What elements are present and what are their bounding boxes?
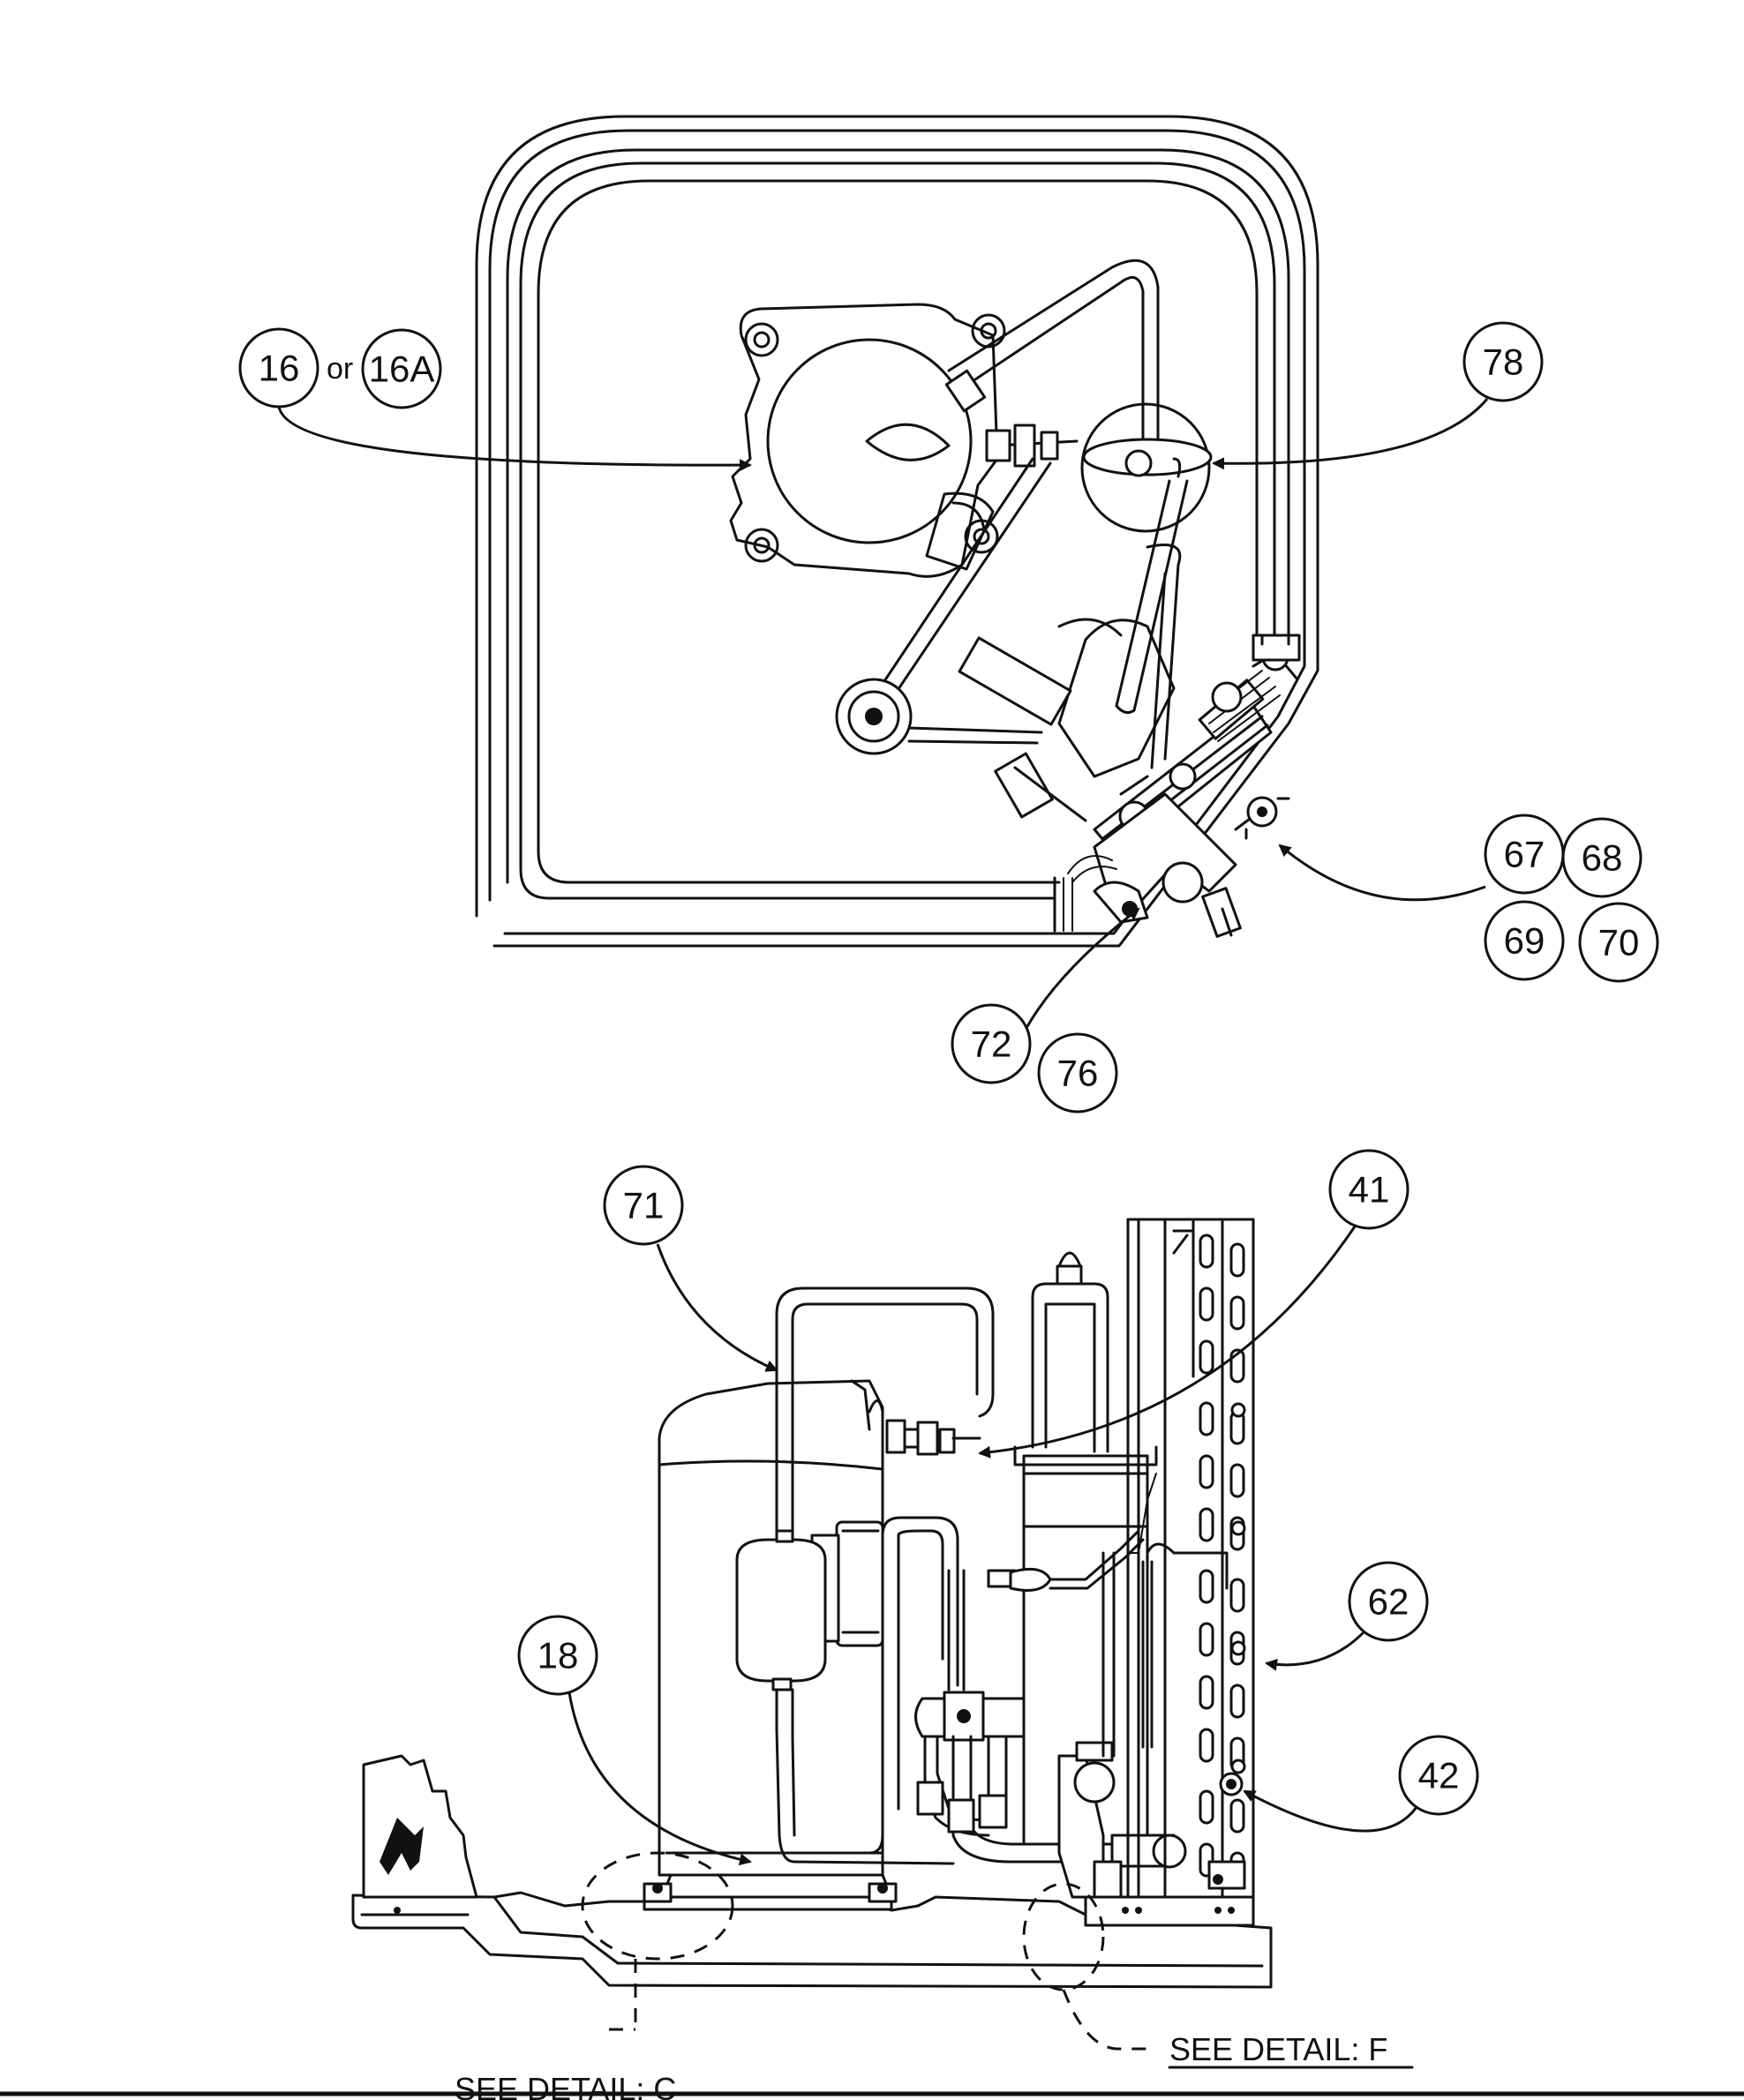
or-text: or	[327, 352, 353, 386]
svg-text:41: 41	[1349, 1169, 1390, 1211]
callout-16a: 16A	[361, 328, 442, 409]
svg-text:16A: 16A	[369, 349, 435, 390]
see-detail-f-label: SEE DETAIL: F	[1169, 2031, 1387, 2067]
top-view: 16 or 16A 78 67 68 69 70	[238, 115, 1659, 1114]
service-valves-side	[1057, 1473, 1255, 1927]
compressor-top	[729, 303, 1006, 578]
callout-16: 16	[238, 327, 319, 409]
svg-text:68: 68	[1582, 837, 1623, 879]
leader-72	[1025, 907, 1140, 1029]
leader-41	[978, 1226, 1357, 1459]
svg-text:62: 62	[1368, 1581, 1409, 1623]
callout-42: 42	[1398, 1735, 1479, 1816]
svg-text:72: 72	[971, 1024, 1012, 1065]
leader-67	[1278, 844, 1486, 902]
leader-71	[656, 1243, 778, 1372]
callout-18: 18	[517, 1615, 598, 1696]
svg-text:78: 78	[1483, 341, 1524, 383]
suction-tubes	[835, 457, 1189, 755]
side-view: 71 41 62 18 42 SEE DETAIL: F SEE DETAIL:…	[351, 1149, 1479, 2100]
callout-41: 41	[1328, 1149, 1409, 1230]
leader-78	[1212, 398, 1489, 470]
discharge-loop-side	[775, 1286, 995, 1466]
svg-text:76: 76	[1057, 1053, 1099, 1094]
filter-drier-side	[735, 1463, 955, 1865]
base-pan-outline	[475, 115, 1319, 948]
callout-69: 69	[1484, 900, 1565, 981]
leader-62	[1265, 1631, 1365, 1671]
svg-text:42: 42	[1418, 1755, 1460, 1796]
callout-68: 68	[1561, 817, 1643, 898]
callout-76: 76	[1037, 1032, 1118, 1114]
detail-c-circle	[581, 1851, 734, 2031]
leader-42	[1243, 1789, 1418, 1833]
callout-72: 72	[951, 1003, 1032, 1084]
accumulator-top	[985, 402, 1213, 533]
callout-70: 70	[1578, 902, 1659, 983]
callout-78: 78	[1462, 321, 1544, 402]
valve-assembly-side	[868, 1516, 1087, 1864]
callout-71: 71	[603, 1165, 684, 1246]
callout-62: 62	[1348, 1561, 1429, 1642]
svg-text:18: 18	[537, 1635, 579, 1676]
svg-text:71: 71	[623, 1185, 665, 1226]
service-valves-top	[1067, 792, 1290, 938]
callout-67: 67	[1484, 814, 1565, 895]
discharge-tube	[944, 259, 1160, 461]
leader-16	[277, 406, 752, 472]
svg-text:67: 67	[1504, 834, 1545, 875]
svg-text:70: 70	[1598, 922, 1640, 964]
svg-text:69: 69	[1504, 920, 1545, 962]
svg-text:16: 16	[259, 348, 300, 389]
coil-fins	[1172, 1229, 1246, 1886]
leader-18	[568, 1691, 752, 1866]
coil-side	[1126, 1218, 1255, 1899]
detail-f-circle	[1022, 1882, 1156, 2051]
